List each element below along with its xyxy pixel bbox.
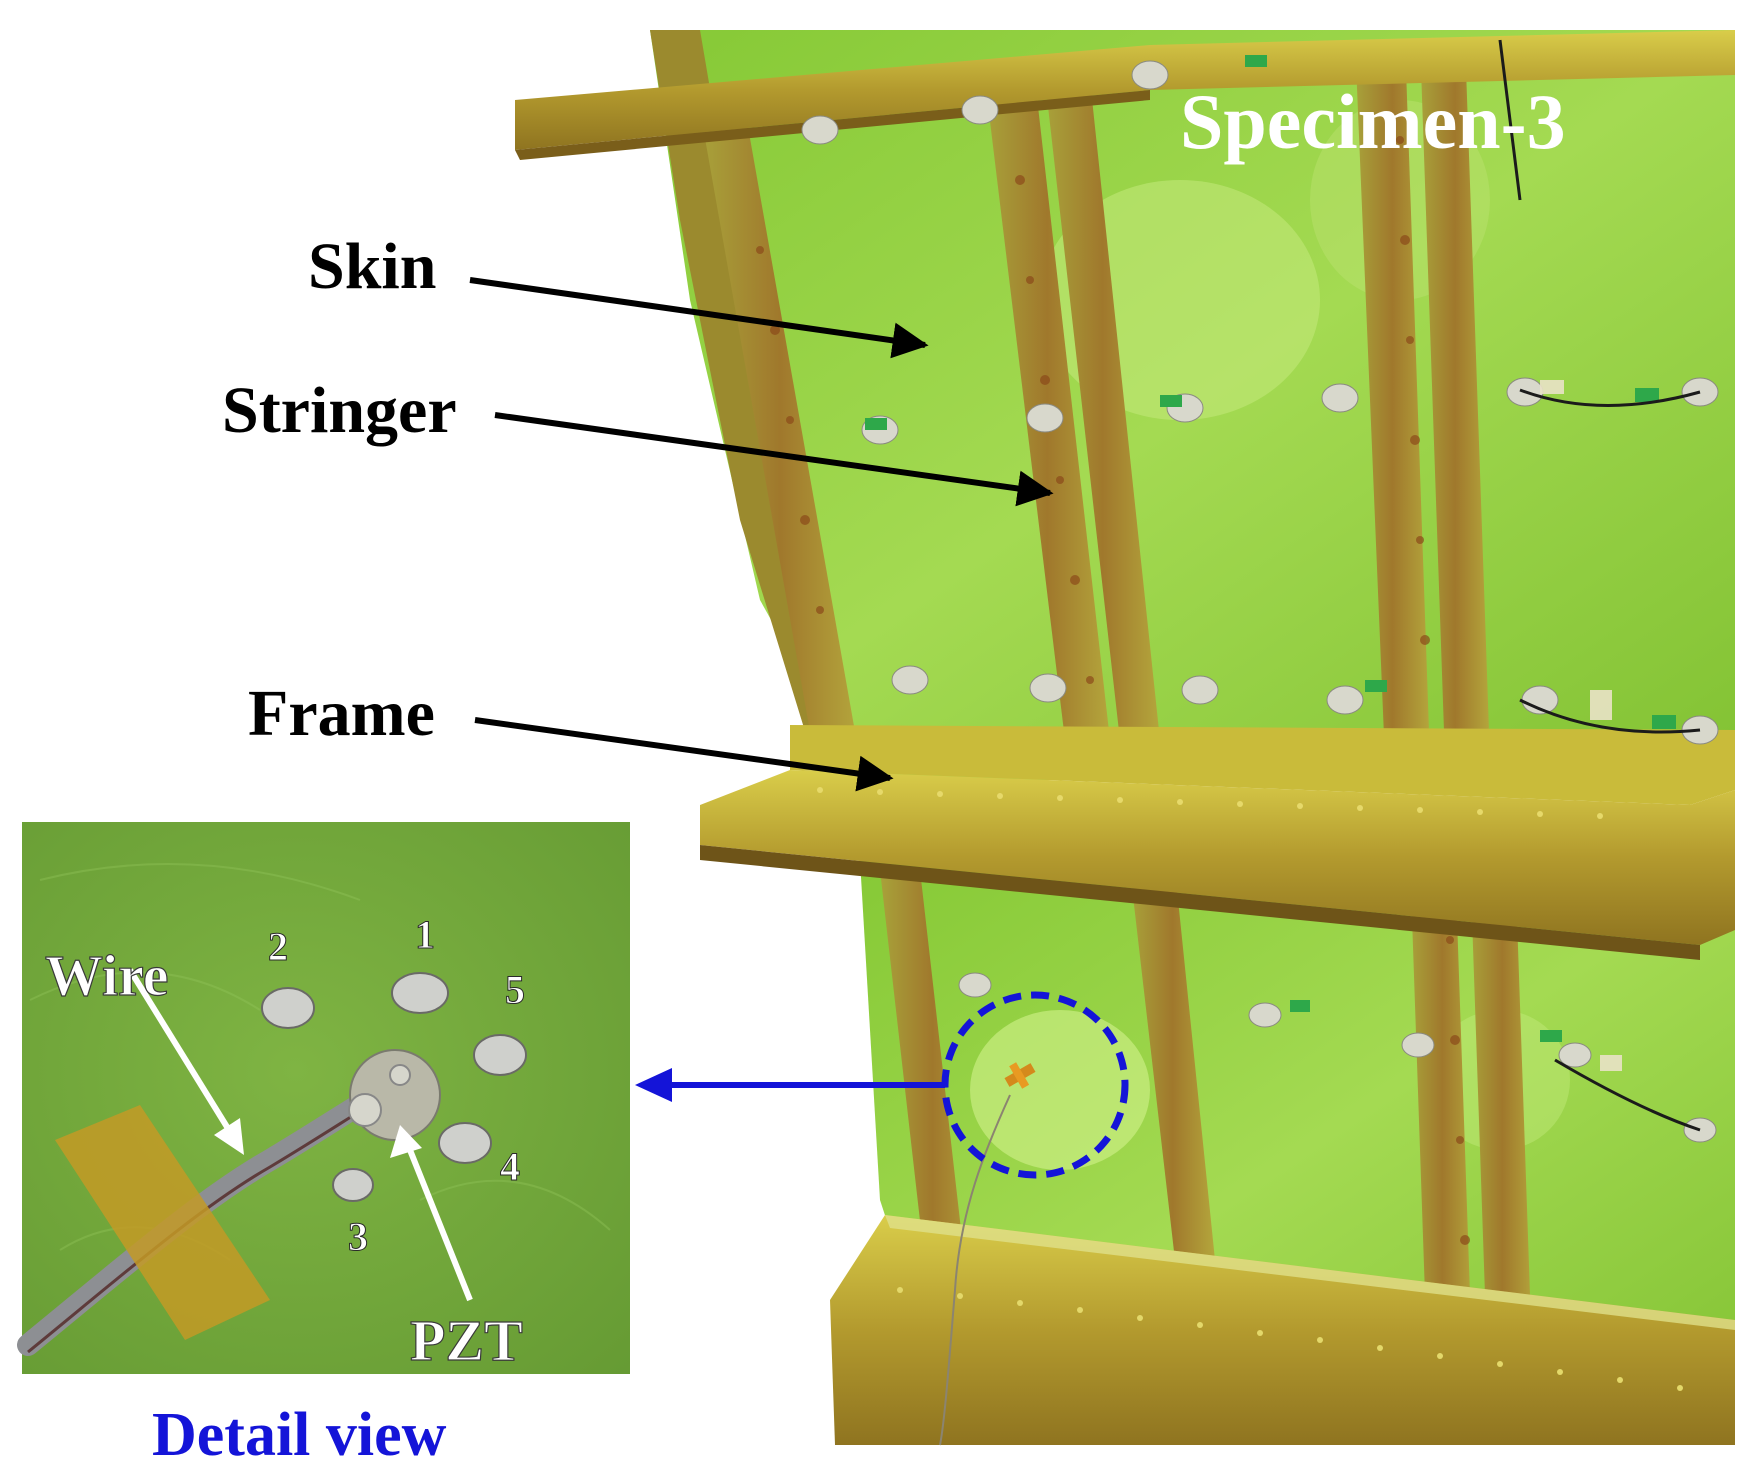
sensor-disc-4 [438, 1122, 492, 1164]
detail-pzt [348, 1049, 441, 1141]
detail-view-caption: Detail view [152, 1401, 447, 1469]
stringer-arrow [494, 412, 1054, 507]
stringer-1 [700, 110, 860, 760]
sensor-number-5: 5 [505, 967, 525, 1012]
detail-wire [17, 1084, 386, 1356]
sensor-disc-3 [332, 1168, 374, 1202]
frame-arrow [474, 717, 894, 792]
detail-view-inset: 1 2 3 4 5 Wire PZT [17, 822, 630, 1374]
pzt-lead-wire [939, 1094, 1011, 1446]
pzt-in-photo [1004, 1062, 1036, 1089]
stringer-label: Stringer [222, 374, 457, 447]
sensor-number-4: 4 [500, 1144, 520, 1189]
specimen-title: Specimen-3 [1180, 78, 1566, 165]
detail-sensor-discs [261, 972, 527, 1202]
skin-label: Skin [308, 230, 436, 303]
wire-arrow-head [214, 1118, 244, 1155]
middle-frame [790, 725, 1735, 805]
wire-label: Wire [45, 943, 169, 1008]
sensor-number-3: 3 [348, 1214, 368, 1259]
sensor-disc-5 [473, 1034, 527, 1076]
bottom-frame [830, 1215, 1735, 1445]
stringer-5 [1420, 40, 1490, 760]
pzt-arrow-head [390, 1125, 422, 1158]
stringer-4 [1355, 40, 1430, 760]
sensor-disc-2 [261, 987, 315, 1029]
sensor-number-2: 2 [268, 924, 288, 969]
sensor-number-1: 1 [415, 912, 435, 957]
stringer-lower-2 [1130, 870, 1215, 1260]
middle-frame-flange [700, 770, 1735, 945]
frame-label: Frame [248, 677, 435, 750]
skin-arrow [469, 277, 929, 359]
specimen-photo [515, 30, 1735, 1446]
sensor-disc-1 [391, 972, 449, 1014]
detail-tape [55, 1105, 270, 1340]
pzt-label: PZT [410, 1308, 523, 1373]
blue-arrow-head [635, 1068, 672, 1102]
stringer-3 [1045, 80, 1160, 740]
sensor-patches [801, 39, 1719, 1143]
